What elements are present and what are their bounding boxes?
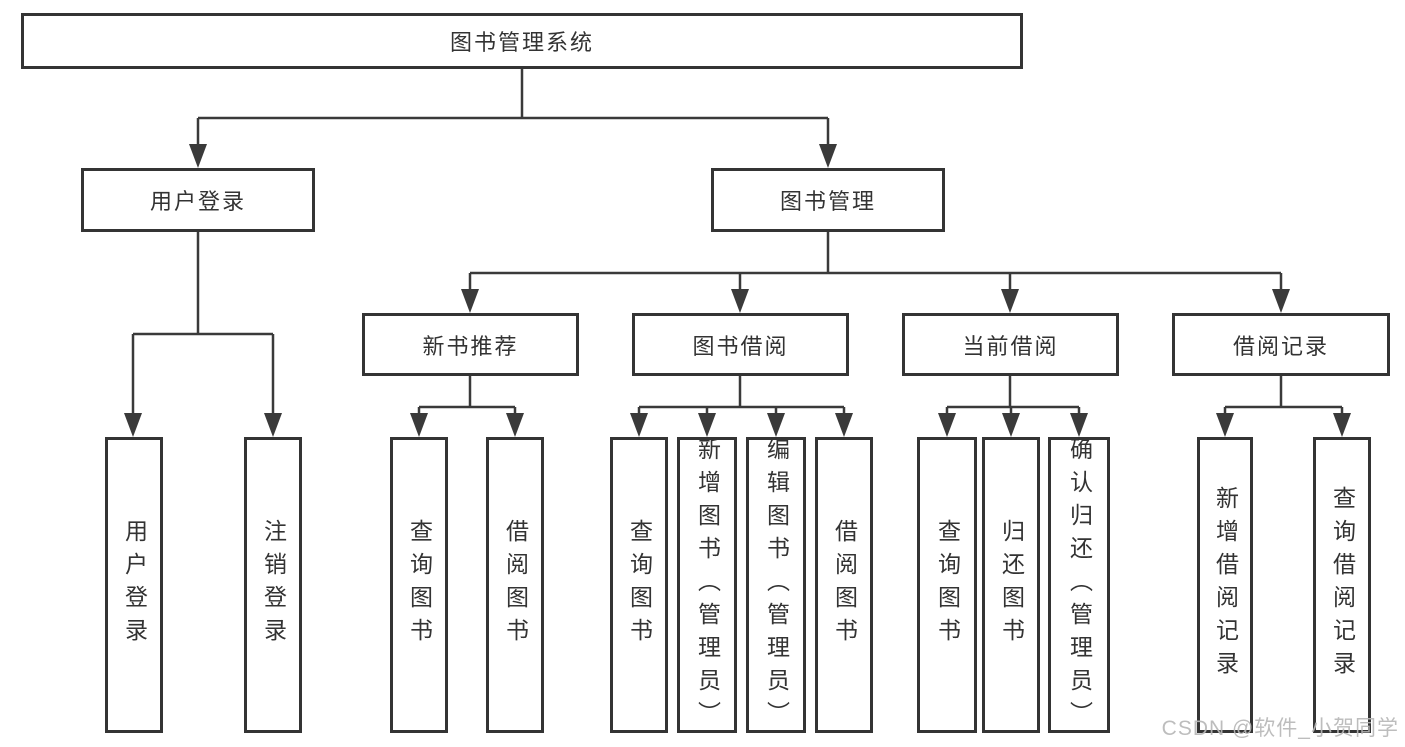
node-current-borrow: 当前借阅: [902, 313, 1119, 376]
connector-newbooks-to-leaves: [410, 376, 524, 437]
leaf-label: 注销登录: [260, 519, 287, 651]
leaf-add-book-admin: 新增图书（管理员）: [677, 436, 737, 734]
node-root-system: 图书管理系统: [21, 13, 1023, 69]
leaf-label: 查询图书: [626, 519, 653, 651]
node-new-book-recommend: 新书推荐: [362, 313, 579, 376]
node-label: 新书推荐: [422, 333, 519, 359]
leaf-edit-book-admin: 编辑图书（管理员）: [746, 436, 806, 734]
leaf-label: 归还图书: [998, 519, 1025, 651]
leaf-confirm-return-admin: 确认归还（管理员）: [1048, 436, 1110, 734]
node-label: 借阅记录: [1232, 333, 1329, 359]
leaf-query-book-3: 查询图书: [917, 437, 977, 733]
leaf-borrow-book-1: 借阅图书: [486, 437, 544, 733]
connector-currentborrow-to-leaves: [938, 376, 1088, 437]
leaf-query-borrow-record: 查询借阅记录: [1313, 437, 1371, 733]
leaf-label: 确认归还（管理员）: [1066, 436, 1093, 734]
node-book-management: 图书管理: [711, 168, 945, 232]
node-label: 图书借阅: [692, 333, 789, 359]
node-user-login: 用户登录: [81, 168, 315, 232]
node-label: 用户登录: [149, 189, 246, 214]
leaf-borrow-book-2: 借阅图书: [815, 437, 873, 733]
csdn-watermark: CSDN @软件_小贺同学: [1161, 717, 1399, 740]
leaf-query-book-1: 查询图书: [390, 437, 448, 733]
leaf-query-book-2: 查询图书: [610, 437, 668, 733]
node-label: 当前借阅: [962, 333, 1059, 359]
leaf-add-borrow-record: 新增借阅记录: [1197, 437, 1253, 733]
leaf-label: 编辑图书（管理员）: [763, 436, 790, 734]
connector-bookmgmt-to-level3: [461, 232, 1290, 313]
connector-root-to-level2: [189, 69, 837, 168]
leaf-label: 新增图书（管理员）: [694, 436, 721, 734]
leaf-logout: 注销登录: [244, 437, 302, 733]
leaf-label: 查询图书: [934, 519, 961, 651]
node-book-borrow: 图书借阅: [632, 313, 849, 376]
leaf-label: 用户登录: [121, 519, 148, 651]
node-label: 图书管理: [779, 189, 876, 214]
leaf-user-login: 用户登录: [105, 437, 163, 733]
connector-borrowrecords-to-leaves: [1216, 376, 1351, 437]
leaf-label: 新增借阅记录: [1212, 486, 1239, 684]
node-borrow-records: 借阅记录: [1172, 313, 1390, 376]
connector-userlogin-to-leaves: [124, 232, 282, 437]
leaf-label: 借阅图书: [831, 519, 858, 651]
leaf-label: 查询借阅记录: [1329, 486, 1356, 684]
leaf-return-book: 归还图书: [982, 437, 1040, 733]
leaf-label: 借阅图书: [502, 519, 529, 651]
connector-bookborrow-to-leaves: [630, 376, 853, 437]
node-root-label: 图书管理系统: [449, 30, 594, 55]
leaf-label: 查询图书: [406, 519, 433, 651]
